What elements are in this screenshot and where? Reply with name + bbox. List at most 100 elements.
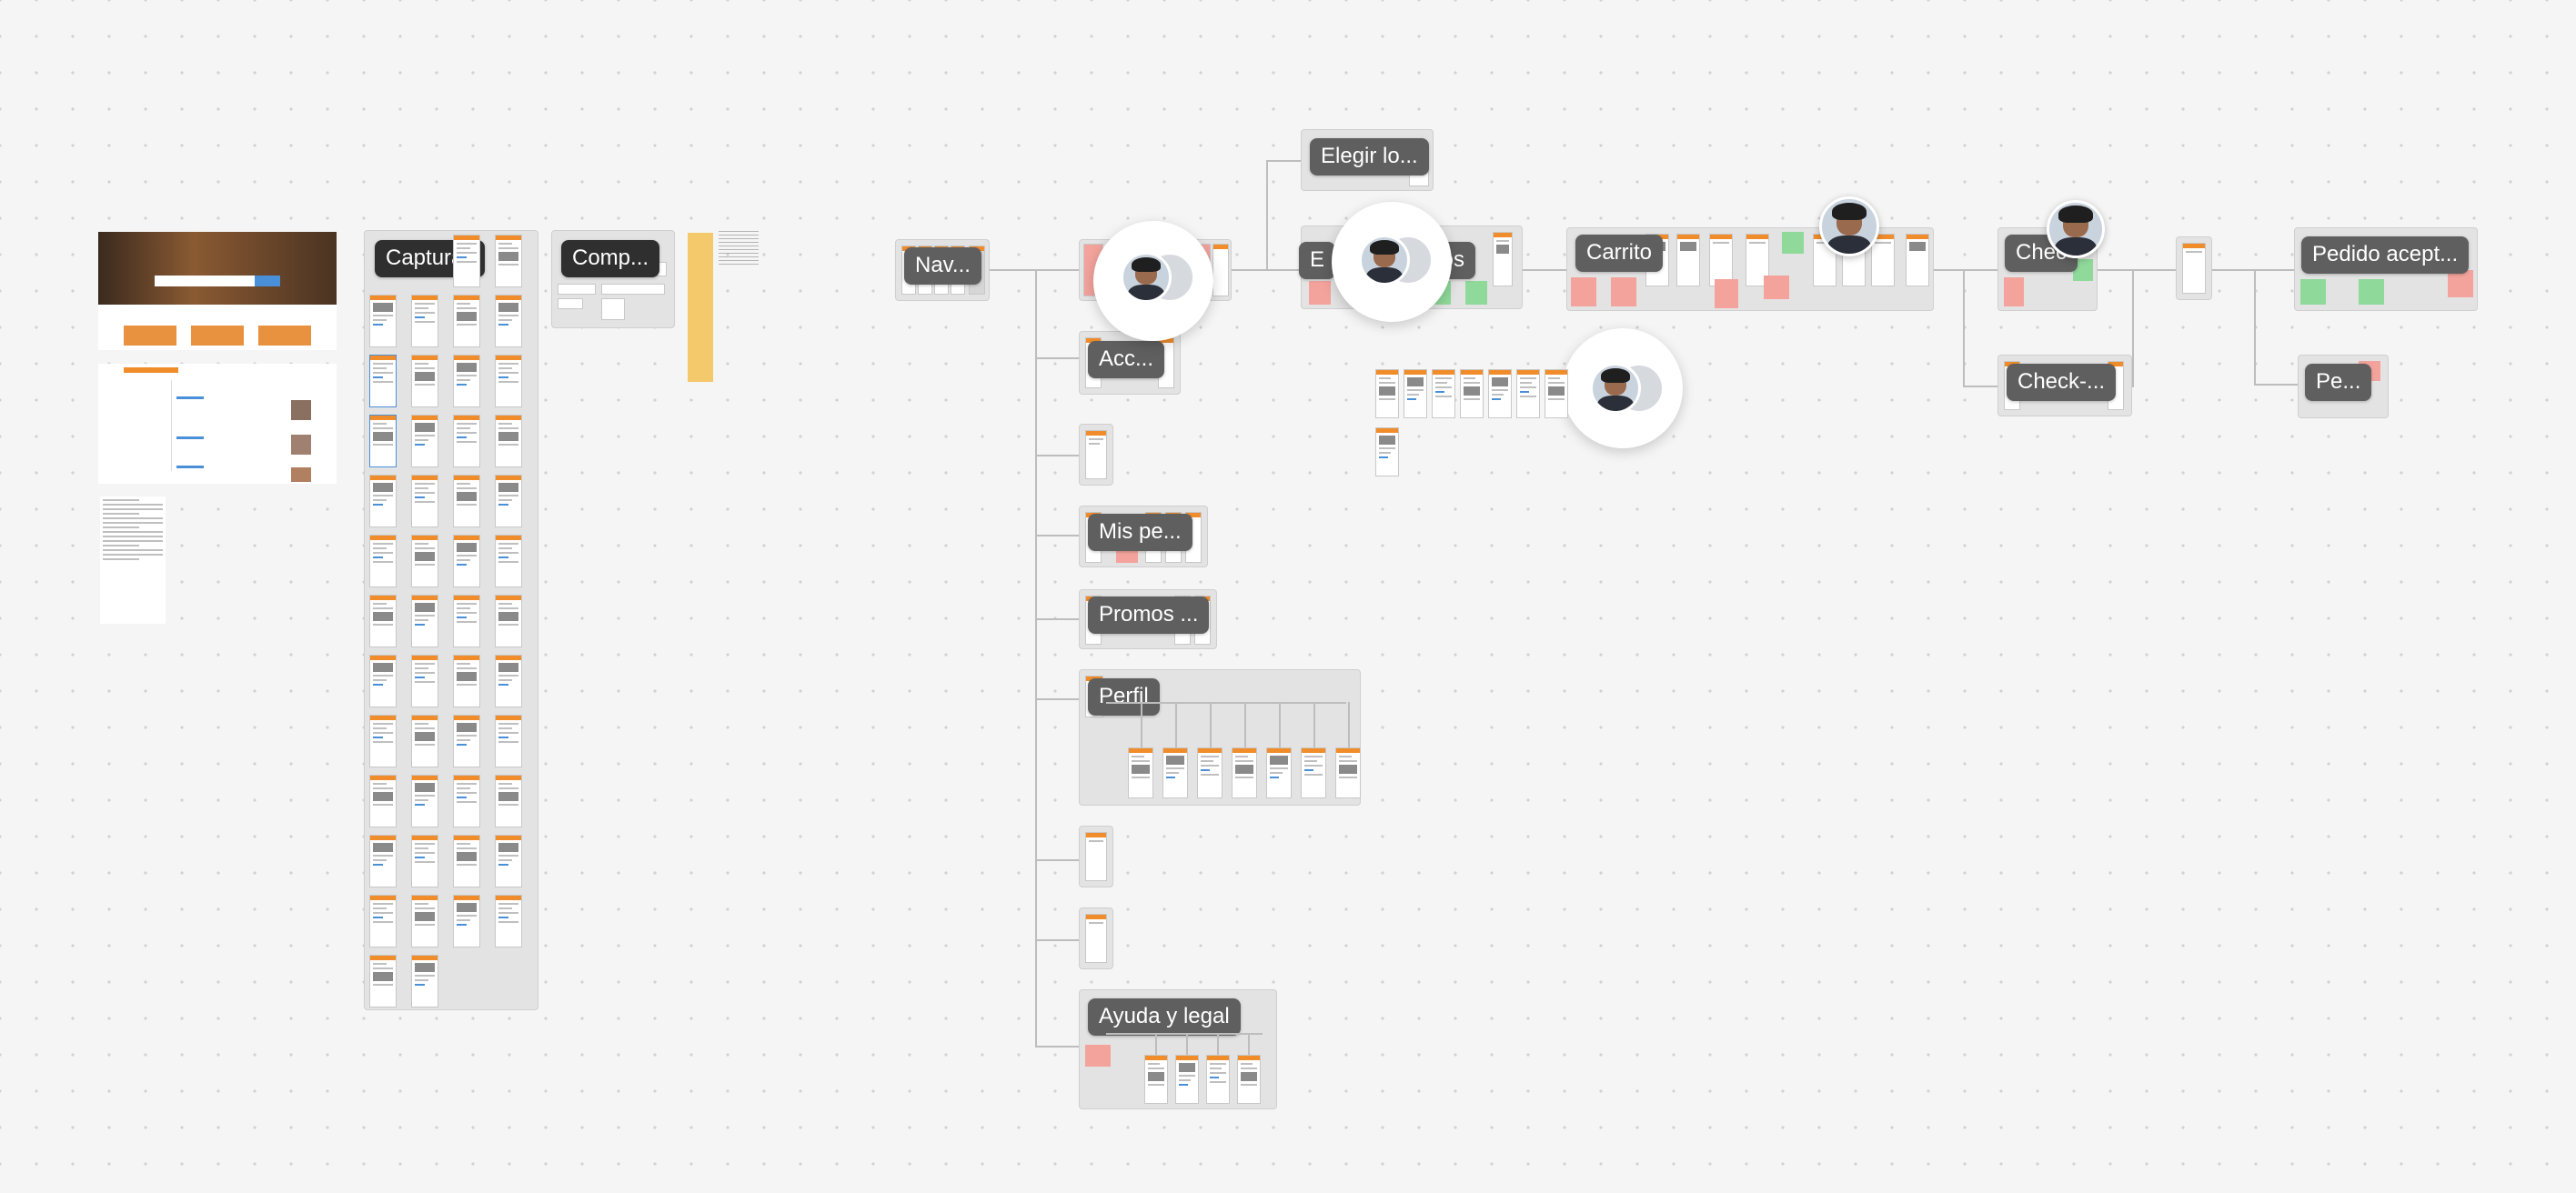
screen-thumbnail[interactable] bbox=[411, 415, 438, 467]
section-label-checkout-alt[interactable]: Check-... bbox=[2007, 364, 2116, 401]
screen-thumbnail[interactable] bbox=[1144, 1055, 1168, 1104]
screen-thumbnail[interactable] bbox=[1335, 747, 1361, 798]
section-label-ayuda-legal[interactable]: Ayuda y legal bbox=[1088, 998, 1241, 1036]
section-label-promos[interactable]: Promos ... bbox=[1088, 596, 1209, 634]
screen-thumbnail[interactable] bbox=[369, 535, 397, 587]
section-label-carrito[interactable]: Carrito bbox=[1575, 235, 1663, 272]
screen-thumbnail[interactable] bbox=[411, 895, 438, 947]
screen-thumbnail[interactable] bbox=[453, 235, 480, 287]
screen-thumbnail[interactable] bbox=[453, 595, 480, 647]
screen-thumbnail[interactable] bbox=[495, 655, 522, 707]
screen-thumbnail[interactable] bbox=[495, 895, 522, 947]
section-label-mis-pedidos[interactable]: Mis pe... bbox=[1088, 514, 1192, 551]
screen-thumbnail[interactable] bbox=[1128, 747, 1153, 798]
user-avatar[interactable] bbox=[2047, 200, 2105, 258]
screen-thumbnail[interactable] bbox=[411, 355, 438, 407]
section-label-pedido-aceptado[interactable]: Pedido acept... bbox=[2301, 236, 2469, 274]
screen-thumbnail[interactable] bbox=[411, 715, 438, 767]
single-screen-frame[interactable] bbox=[1079, 424, 1113, 486]
screen-thumbnail[interactable] bbox=[453, 655, 480, 707]
screen-thumbnail[interactable] bbox=[369, 835, 397, 887]
screen-thumbnail[interactable] bbox=[495, 235, 522, 287]
user-avatar[interactable] bbox=[1819, 196, 1879, 256]
screen-thumbnail[interactable] bbox=[495, 595, 522, 647]
section-label-elegir-local[interactable]: Elegir lo... bbox=[1310, 138, 1429, 175]
screen-thumbnail[interactable] bbox=[369, 415, 397, 467]
screen-thumbnail[interactable] bbox=[1175, 1055, 1199, 1104]
screen-thumbnail[interactable] bbox=[411, 475, 438, 527]
reference-document-page[interactable] bbox=[100, 496, 166, 624]
screen-thumbnail[interactable] bbox=[453, 295, 480, 347]
screen-thumbnail[interactable] bbox=[411, 955, 438, 1008]
screen-thumbnail[interactable] bbox=[1266, 747, 1292, 798]
screen-thumbnail[interactable] bbox=[495, 835, 522, 887]
screen-thumbnail[interactable] bbox=[1206, 1055, 1230, 1104]
collaborator-avatar-cursor[interactable] bbox=[1563, 328, 1683, 448]
reference-results-screenshot[interactable] bbox=[98, 364, 337, 484]
user-avatar bbox=[1121, 252, 1172, 303]
screen-thumbnail[interactable] bbox=[453, 775, 480, 827]
collaborator-avatar-cursor[interactable] bbox=[1093, 221, 1213, 341]
screen-thumbnail[interactable] bbox=[1516, 369, 1540, 418]
screen-thumbnail[interactable] bbox=[453, 835, 480, 887]
screen-thumbnail[interactable] bbox=[369, 475, 397, 527]
screen-thumbnail[interactable] bbox=[453, 895, 480, 947]
screen-thumbnail[interactable] bbox=[495, 535, 522, 587]
section-label-acceso[interactable]: Acc... bbox=[1088, 341, 1164, 378]
screen-thumbnail[interactable] bbox=[453, 355, 480, 407]
notes-sticky[interactable] bbox=[688, 233, 713, 382]
home-icon bbox=[124, 326, 176, 346]
screen-thumbnail[interactable] bbox=[1375, 369, 1399, 418]
screen-thumbnail[interactable] bbox=[369, 295, 397, 347]
screen-thumbnail[interactable] bbox=[369, 715, 397, 767]
screen-thumbnail[interactable] bbox=[1375, 427, 1399, 476]
screen-thumbnail[interactable] bbox=[453, 715, 480, 767]
section-label-comp[interactable]: Comp... bbox=[561, 240, 659, 277]
screen-thumbnail[interactable] bbox=[495, 295, 522, 347]
connector bbox=[1266, 160, 1268, 269]
screen-thumbnail[interactable] bbox=[369, 595, 397, 647]
screen-thumbnail[interactable] bbox=[411, 535, 438, 587]
screen-thumbnail[interactable] bbox=[1162, 747, 1188, 798]
single-screen-frame[interactable] bbox=[2176, 236, 2212, 300]
connector bbox=[1035, 1046, 1081, 1048]
search-button-mock bbox=[255, 276, 280, 286]
screen-thumbnail[interactable] bbox=[1301, 747, 1326, 798]
screen-thumbnail[interactable] bbox=[1545, 369, 1568, 418]
screen-thumbnail[interactable] bbox=[369, 655, 397, 707]
section-label-pedido-alt[interactable]: Pe... bbox=[2305, 364, 2371, 401]
screen-thumbnail[interactable] bbox=[495, 415, 522, 467]
restaurant-thumb bbox=[291, 400, 311, 420]
collaborator-avatar-cursor[interactable] bbox=[1332, 202, 1452, 322]
screen-thumbnail[interactable] bbox=[411, 295, 438, 347]
screen-thumbnail[interactable] bbox=[369, 775, 397, 827]
screen-thumbnail[interactable] bbox=[495, 775, 522, 827]
screen-thumbnail[interactable] bbox=[453, 415, 480, 467]
screen-thumbnail[interactable] bbox=[369, 895, 397, 947]
single-screen-frame[interactable] bbox=[1079, 826, 1113, 887]
screen-thumbnail[interactable] bbox=[495, 715, 522, 767]
screen-thumbnail[interactable] bbox=[411, 655, 438, 707]
reference-homepage-screenshot[interactable] bbox=[98, 232, 337, 350]
screen-thumbnail[interactable] bbox=[411, 775, 438, 827]
screen-thumbnail[interactable] bbox=[411, 835, 438, 887]
screen-thumbnail[interactable] bbox=[1404, 369, 1427, 418]
screen-thumbnail[interactable] bbox=[1197, 747, 1223, 798]
screen-thumbnail[interactable] bbox=[453, 535, 480, 587]
screen-thumbnail[interactable] bbox=[495, 355, 522, 407]
section-label-elegir-productos-left[interactable]: E bbox=[1299, 242, 1335, 279]
section-label-perfil[interactable]: Perfil bbox=[1088, 678, 1160, 716]
screen-thumbnail[interactable] bbox=[1460, 369, 1484, 418]
single-screen-frame[interactable] bbox=[1079, 907, 1113, 969]
screen-thumbnail[interactable] bbox=[1432, 369, 1455, 418]
screen-thumbnail[interactable] bbox=[1232, 747, 1257, 798]
screen-thumbnail[interactable] bbox=[1237, 1055, 1261, 1104]
screen-thumbnail[interactable] bbox=[369, 355, 397, 407]
screen-thumbnail[interactable] bbox=[1488, 369, 1512, 418]
screen-thumbnail[interactable] bbox=[369, 955, 397, 1008]
screen-thumbnail[interactable] bbox=[495, 475, 522, 527]
section-label-nav[interactable]: Nav... bbox=[904, 247, 981, 285]
screen-thumbnail[interactable] bbox=[411, 595, 438, 647]
screen-thumbnail[interactable] bbox=[453, 475, 480, 527]
component-mock bbox=[558, 298, 583, 309]
